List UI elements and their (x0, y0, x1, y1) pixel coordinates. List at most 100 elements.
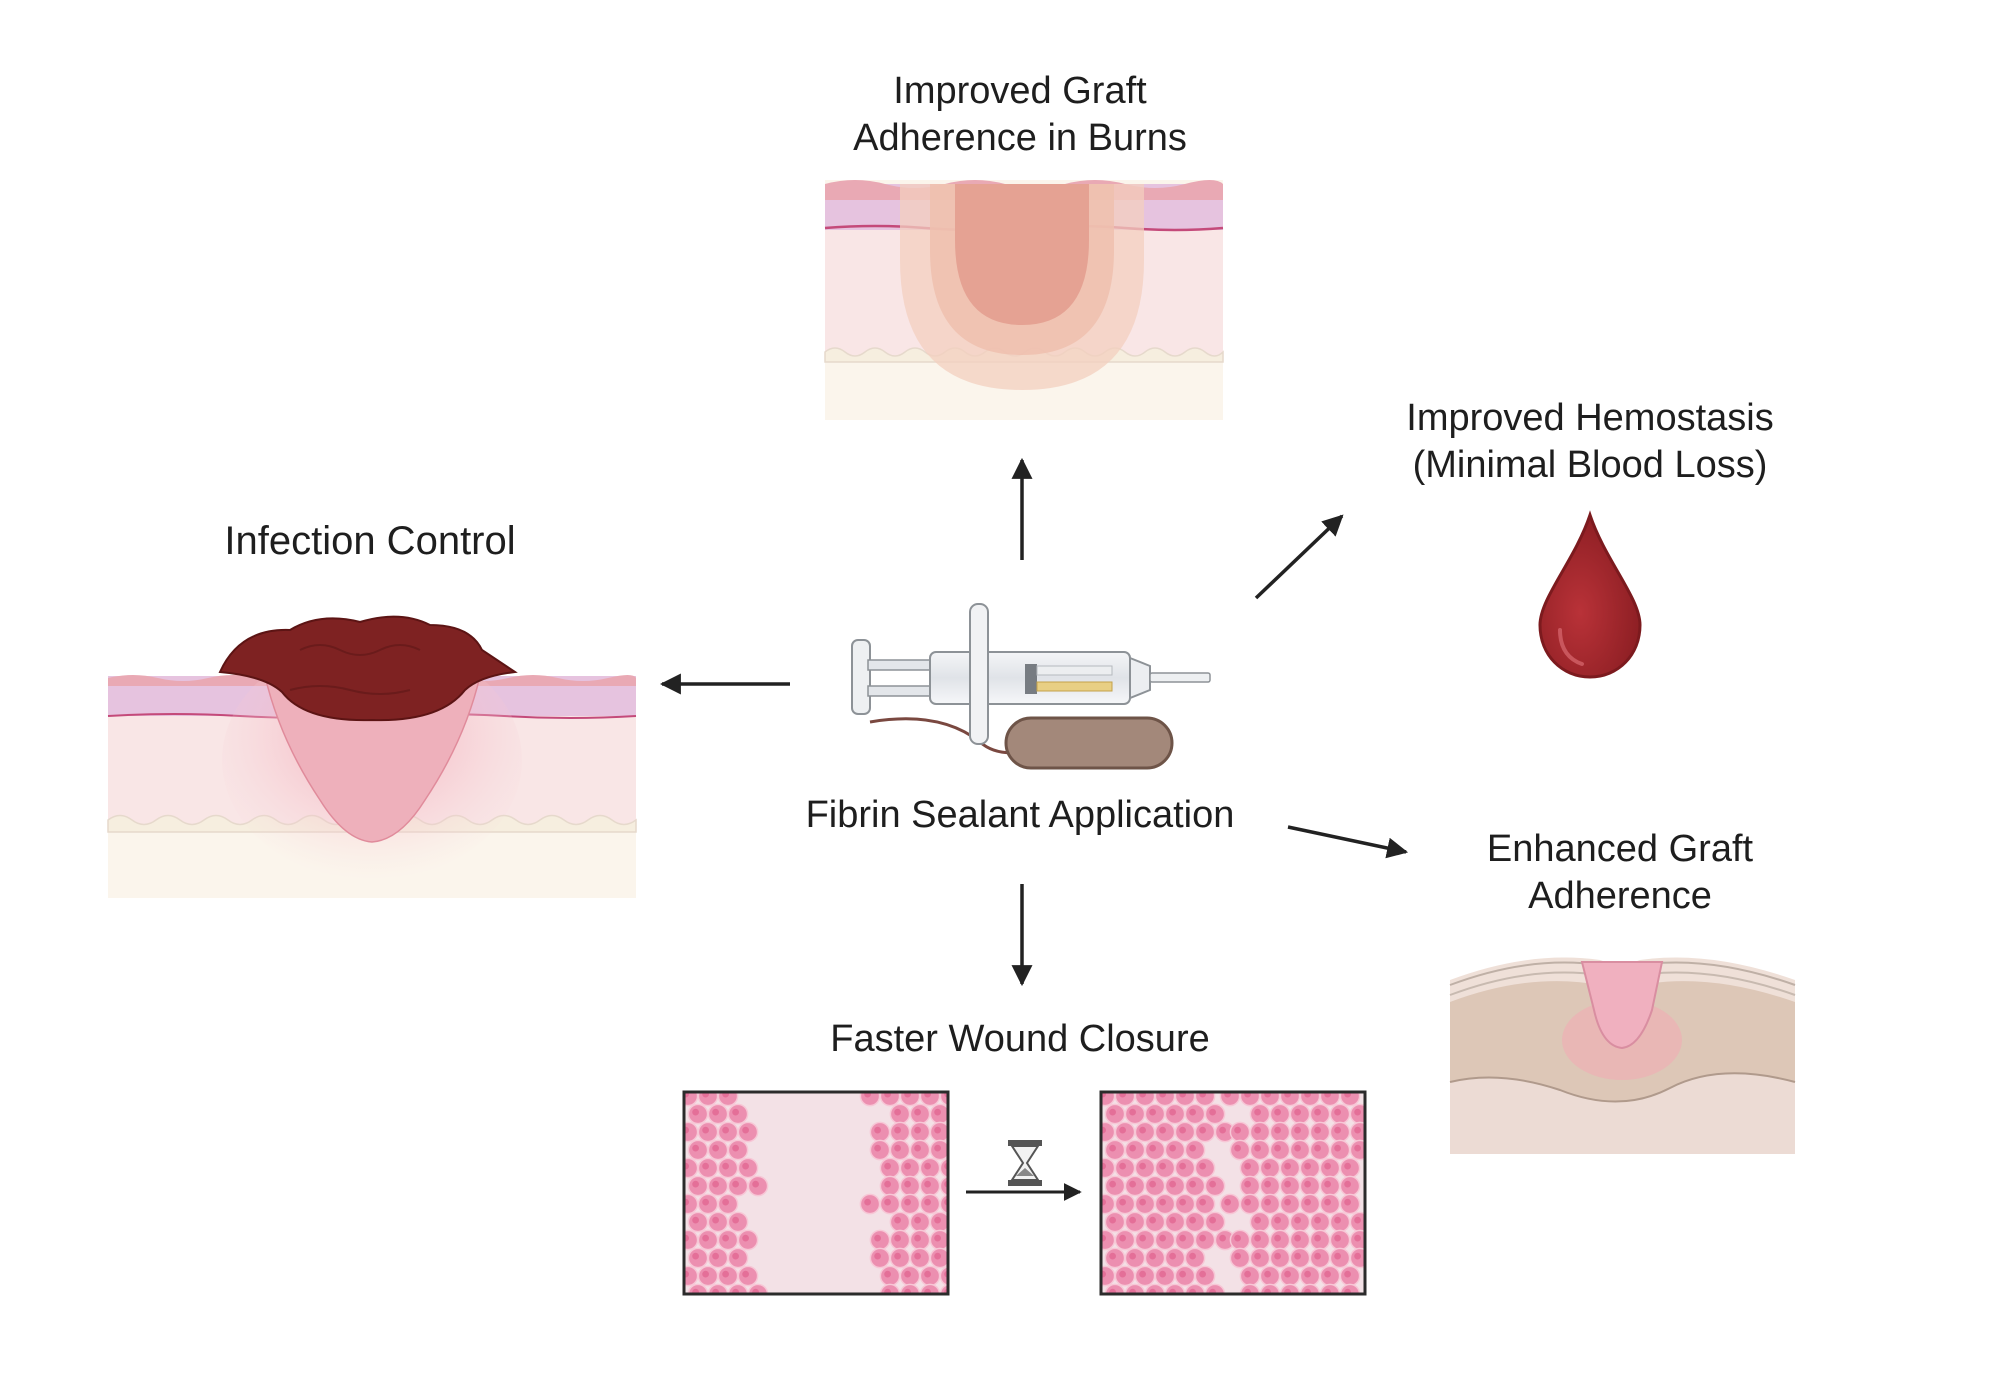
syringe-icon (851, 603, 1211, 770)
cell-nucleus (702, 1234, 709, 1242)
cell-nucleus (1219, 1126, 1226, 1134)
wound-closure-panel-after (1099, 1090, 1367, 1296)
cell-nucleus (1199, 1234, 1206, 1242)
cell-nucleus (692, 1252, 699, 1260)
cell (939, 1265, 948, 1287)
cell-nucleus (1324, 1270, 1331, 1278)
wound-closure-panel-before (682, 1090, 950, 1296)
cell-nucleus (1234, 1234, 1241, 1242)
cell-nucleus (742, 1126, 749, 1134)
cell-nucleus (1304, 1270, 1311, 1278)
blood-drop-icon (1538, 510, 1642, 679)
cell-nucleus (1334, 1252, 1341, 1260)
cell (939, 1193, 948, 1215)
cell-nucleus (1189, 1252, 1196, 1260)
cell-nucleus (1234, 1144, 1241, 1152)
cell-nucleus (1264, 1198, 1271, 1206)
cell-nucleus (752, 1180, 759, 1188)
cell-nucleus (1334, 1108, 1341, 1116)
cell-nucleus (904, 1180, 911, 1188)
cell-nucleus (712, 1108, 719, 1116)
cell-nucleus (1109, 1252, 1116, 1260)
cell-nucleus (1219, 1234, 1226, 1242)
cell-nucleus (1244, 1270, 1251, 1278)
cell-nucleus (1304, 1198, 1311, 1206)
cell-nucleus (1169, 1216, 1176, 1224)
cell-nucleus (1314, 1252, 1321, 1260)
cell-nucleus (1119, 1234, 1126, 1242)
cell-nucleus (1314, 1216, 1321, 1224)
cell (684, 1193, 699, 1215)
cell (1101, 1265, 1116, 1287)
cell-nucleus (1234, 1126, 1241, 1134)
cell-nucleus (884, 1180, 891, 1188)
cell-nucleus (1344, 1198, 1351, 1206)
cell-nucleus (874, 1252, 881, 1260)
cell-nucleus (934, 1108, 941, 1116)
cell-nucleus (732, 1216, 739, 1224)
cell-nucleus (1179, 1198, 1186, 1206)
cell-nucleus (722, 1234, 729, 1242)
cell-nucleus (1354, 1126, 1361, 1134)
cell-nucleus (1254, 1108, 1261, 1116)
cell-nucleus (1314, 1234, 1321, 1242)
cell-nucleus (864, 1198, 871, 1206)
cell (684, 1229, 699, 1251)
cell-nucleus (1354, 1234, 1361, 1242)
cell-nucleus (894, 1144, 901, 1152)
cell-nucleus (1199, 1162, 1206, 1170)
cell-nucleus (1274, 1252, 1281, 1260)
cell-nucleus (1109, 1144, 1116, 1152)
cell-nucleus (722, 1198, 729, 1206)
cell-nucleus (1254, 1144, 1261, 1152)
cell-nucleus (1274, 1108, 1281, 1116)
cell-nucleus (924, 1270, 931, 1278)
cell-nucleus (1324, 1162, 1331, 1170)
arrow-down-right (1287, 825, 1409, 859)
cell-nucleus (1324, 1198, 1331, 1206)
cell (684, 1265, 699, 1287)
cell (1101, 1229, 1116, 1251)
graft-burns-title-line1: Improved Graft (893, 70, 1147, 112)
cell-nucleus (1159, 1234, 1166, 1242)
cell-nucleus (1284, 1198, 1291, 1206)
cell-nucleus (702, 1162, 709, 1170)
cell-nucleus (1354, 1108, 1361, 1116)
cell-nucleus (1244, 1162, 1251, 1170)
cell-nucleus (1129, 1144, 1136, 1152)
eschar (218, 615, 518, 722)
hemostasis-title: Improved Hemostasis (Minimal Blood Loss) (1340, 395, 1840, 489)
cell-nucleus (702, 1198, 709, 1206)
cell-nucleus (1149, 1144, 1156, 1152)
cell-nucleus (1189, 1216, 1196, 1224)
cell-nucleus (1294, 1234, 1301, 1242)
cell-nucleus (732, 1144, 739, 1152)
cell-nucleus (712, 1216, 719, 1224)
cell-nucleus (894, 1252, 901, 1260)
cell-nucleus (1109, 1108, 1116, 1116)
cell-nucleus (884, 1162, 891, 1170)
graft-plug (1580, 961, 1664, 1050)
cell-nucleus (1129, 1216, 1136, 1224)
cell-nucleus (1179, 1270, 1186, 1278)
cell-nucleus (1129, 1252, 1136, 1260)
burn-graft-skin-illustration (824, 180, 1224, 420)
cell-nucleus (1324, 1180, 1331, 1188)
cell-nucleus (1159, 1270, 1166, 1278)
cell-nucleus (732, 1252, 739, 1260)
cell-nucleus (1254, 1216, 1261, 1224)
cell-nucleus (1284, 1180, 1291, 1188)
cell-nucleus (894, 1234, 901, 1242)
cell-nucleus (732, 1180, 739, 1188)
cell-nucleus (1189, 1180, 1196, 1188)
cell-nucleus (924, 1198, 931, 1206)
cell (1101, 1193, 1116, 1215)
cell-nucleus (712, 1252, 719, 1260)
cell-nucleus (1139, 1198, 1146, 1206)
cell-nucleus (1189, 1108, 1196, 1116)
cell-nucleus (884, 1198, 891, 1206)
cell-nucleus (934, 1216, 941, 1224)
cell-nucleus (1189, 1144, 1196, 1152)
cell-nucleus (712, 1180, 719, 1188)
cell-nucleus (1224, 1198, 1231, 1206)
